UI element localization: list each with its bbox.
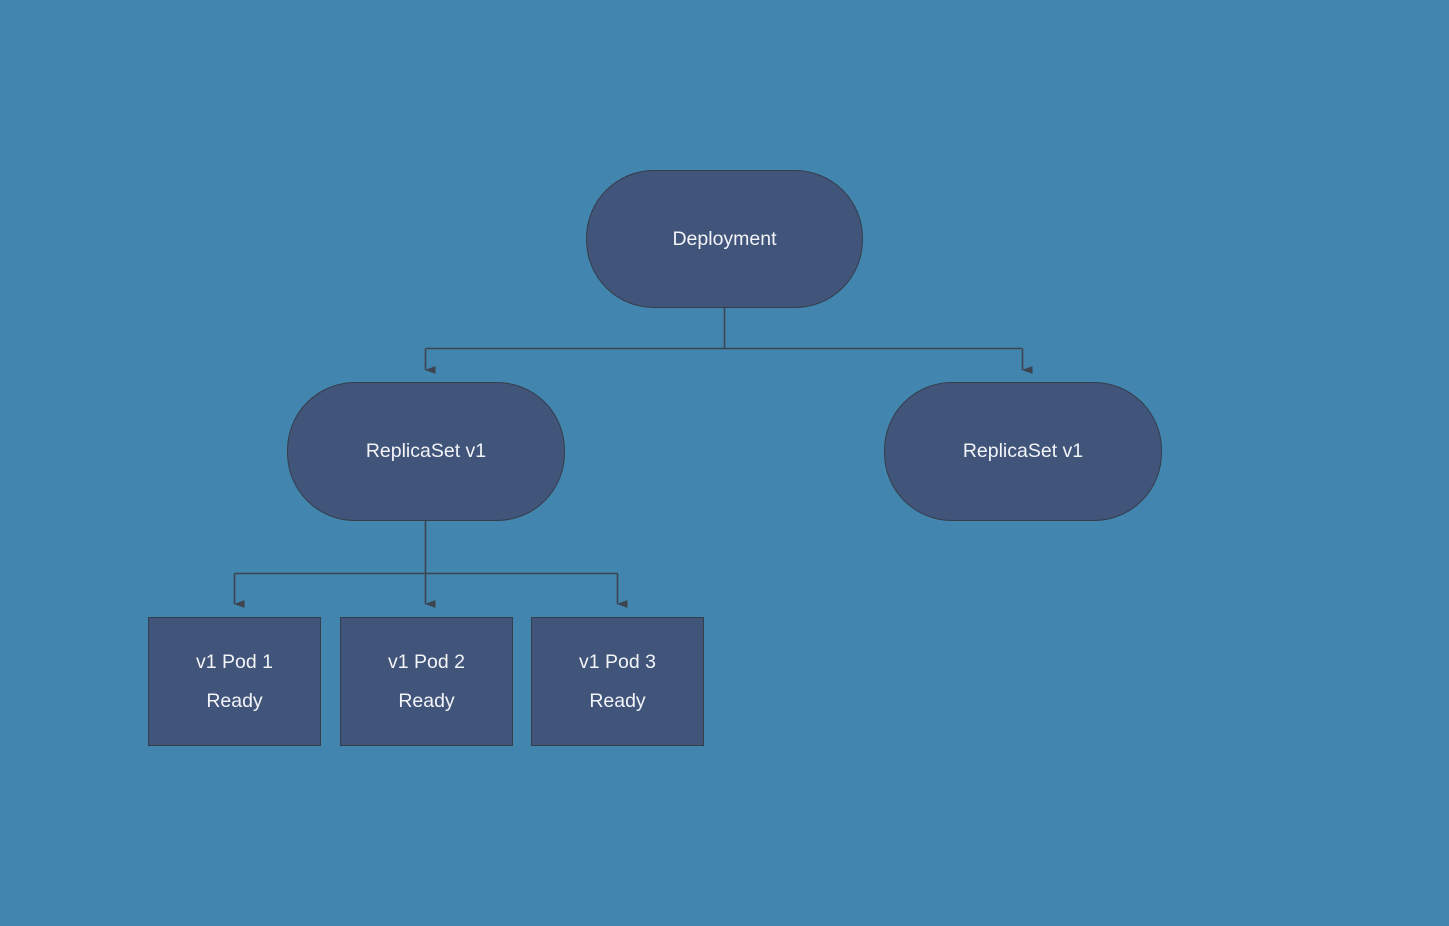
node-replicaset-right-label: ReplicaSet v1 xyxy=(962,440,1084,463)
node-replicaset-left-label: ReplicaSet v1 xyxy=(365,440,487,463)
node-pod-1[interactable]: v1 Pod 1 Ready xyxy=(148,617,321,746)
node-replicaset-left[interactable]: ReplicaSet v1 xyxy=(287,382,565,521)
node-pod-3[interactable]: v1 Pod 3 Ready xyxy=(531,617,704,746)
node-pod-3-status: Ready xyxy=(589,690,646,712)
node-pod-1-status: Ready xyxy=(206,690,263,712)
node-pod-1-name: v1 Pod 1 xyxy=(196,650,273,673)
node-pod-3-name: v1 Pod 3 xyxy=(579,650,656,673)
node-pod-2[interactable]: v1 Pod 2 Ready xyxy=(340,617,513,746)
node-deployment-label: Deployment xyxy=(672,227,777,250)
node-deployment[interactable]: Deployment xyxy=(586,170,863,308)
node-pod-2-status: Ready xyxy=(398,690,455,712)
node-replicaset-right[interactable]: ReplicaSet v1 xyxy=(884,382,1162,521)
node-pod-2-name: v1 Pod 2 xyxy=(388,650,465,673)
